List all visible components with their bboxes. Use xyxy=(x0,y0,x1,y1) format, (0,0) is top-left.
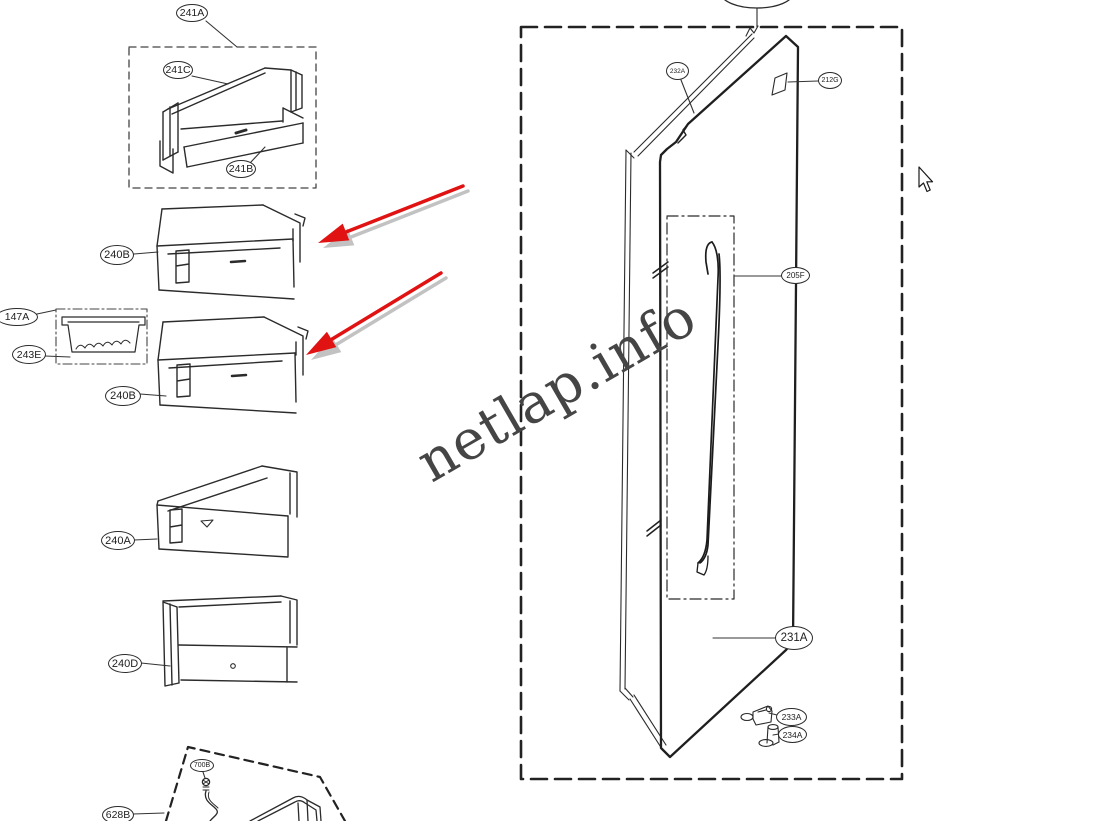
bottom-boundary-dashed xyxy=(164,745,347,821)
door-liner-art xyxy=(633,25,759,157)
callout-234a: 234A xyxy=(778,726,807,743)
door-panel-art xyxy=(658,34,800,759)
callout-700b: 700B xyxy=(190,759,214,772)
door-gasket-art xyxy=(619,149,667,750)
assembly-241-dashed-box xyxy=(128,46,317,189)
top-callout-stub xyxy=(724,0,790,28)
callout-241b: 241B xyxy=(226,160,256,178)
callout-241a: 241A xyxy=(176,4,208,22)
callout-231a: 231A xyxy=(775,626,813,650)
hinge-part-234a-art xyxy=(758,724,780,747)
egg-tray-box-147a xyxy=(55,308,148,365)
door-handle-art xyxy=(696,241,721,576)
callout-233a: 233A xyxy=(776,708,807,726)
callout-628b: 628B xyxy=(102,806,134,821)
bin-240b-lower-art xyxy=(157,316,309,414)
callout-243e: 243E xyxy=(12,345,46,364)
screw-and-wire-700b-art xyxy=(201,777,219,821)
callout-212g: 212G xyxy=(818,72,842,89)
callout-232a: 232A xyxy=(666,62,689,80)
bin-240a-art xyxy=(156,465,298,558)
shelf-241-art xyxy=(159,67,304,174)
callout-147a: 147A xyxy=(0,308,38,326)
callout-205f: 205F xyxy=(781,267,810,284)
door-sticker-212g xyxy=(771,72,788,96)
partial-bin-bottom-art xyxy=(249,795,322,821)
annotation-arrow-lower xyxy=(306,271,443,355)
leader-lines xyxy=(36,20,819,815)
callout-240b-upper: 240B xyxy=(100,245,134,265)
annotation-arrow-upper xyxy=(318,184,465,243)
callout-240a: 240A xyxy=(101,531,135,550)
hinge-part-233a-art xyxy=(740,705,773,726)
handle-dashed-box xyxy=(666,215,735,600)
mouse-cursor-icon xyxy=(918,166,934,193)
callout-241c: 241C xyxy=(163,61,193,79)
egg-tray-243e-art xyxy=(61,316,146,353)
bin-240b-upper-art xyxy=(156,204,306,300)
bin-240d-art xyxy=(162,595,298,687)
callout-240d: 240D xyxy=(108,654,142,673)
callout-240b-lower: 240B xyxy=(105,386,141,406)
door-boundary-dashed-box xyxy=(519,25,904,781)
door-break-marks xyxy=(646,261,669,537)
